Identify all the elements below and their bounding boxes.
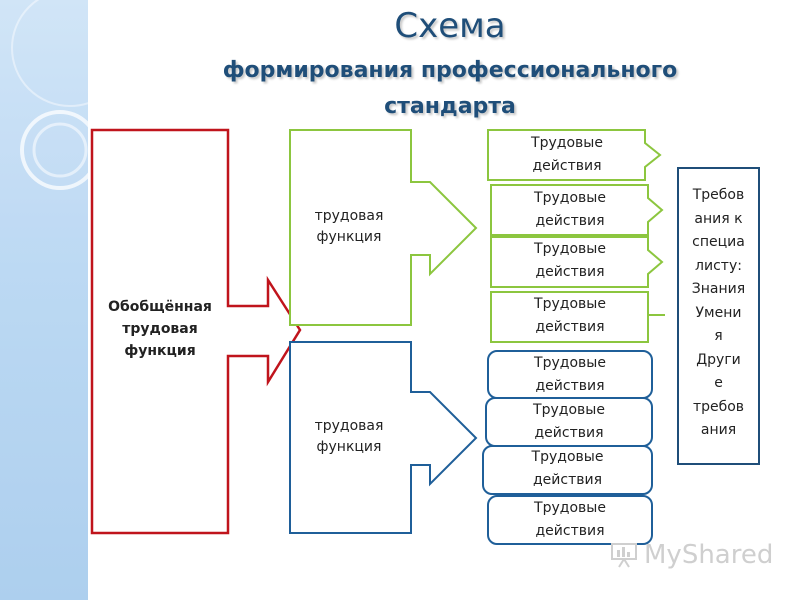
presentation-board-icon <box>611 543 637 568</box>
labor-action-line: действия <box>532 472 602 488</box>
labor-action-line: Трудовые <box>534 296 606 312</box>
labor-action-line: действия <box>532 158 602 174</box>
labor-action-box-3 <box>490 236 664 288</box>
decorative-circles <box>0 0 88 600</box>
labor-action-line: Трудовые <box>534 355 606 371</box>
requirements-box <box>677 167 760 465</box>
generalized-function-line: Обобщённая <box>108 299 212 315</box>
requirements-line: Знания <box>691 281 746 297</box>
slide-title: Схема <box>394 6 506 46</box>
labor-action-box-2 <box>490 184 664 236</box>
requirements-line: листу: <box>695 257 742 274</box>
labor-action-line: действия <box>535 378 605 394</box>
generalized-function-shape <box>90 128 302 535</box>
labor-action-line: Трудовые <box>531 449 604 465</box>
slide-subtitle-line2: стандарта <box>384 94 516 119</box>
requirements-line: Други <box>696 351 741 368</box>
labor-action-label-5: Трудовые действия <box>492 352 648 398</box>
requirements-line: ания к <box>694 210 743 227</box>
labor-action-line: действия <box>535 264 605 280</box>
labor-action-label-3: Трудовые действия <box>495 238 645 284</box>
slide-subtitle-line1: формирования профессионального <box>222 58 678 83</box>
labor-action-line: Трудовые <box>534 500 606 516</box>
labor-action-label-1: Трудовые действия <box>492 132 642 178</box>
labor-action-line: действия <box>535 213 605 229</box>
labor-function-line: трудовая <box>314 208 384 224</box>
labor-function-line: функция <box>316 229 382 245</box>
labor-function-label-top: трудовая функция <box>296 206 402 248</box>
requirements-line: Умени <box>695 304 742 321</box>
labor-function-line: трудовая <box>314 418 384 434</box>
labor-action-box-4 <box>490 291 649 343</box>
labor-action-line: Трудовые <box>534 190 606 206</box>
labor-action-label-7: Трудовые действия <box>487 446 648 492</box>
labor-action-box-7 <box>482 445 653 495</box>
requirements-line: требов <box>692 398 745 415</box>
labor-action-label-4: Трудовые действия <box>495 293 645 339</box>
watermark: MyShared <box>610 540 773 570</box>
labor-action-line: действия <box>535 319 605 335</box>
labor-action-line: Трудовые <box>531 135 603 151</box>
requirements-line: я <box>714 328 723 344</box>
generalized-function-line: функция <box>124 343 196 359</box>
requirements-line: специа <box>692 234 745 250</box>
labor-action-line: Трудовые <box>534 241 606 257</box>
generalized-function-label: Обобщённая трудовая функция <box>94 296 226 362</box>
labor-action-line: Трудовые <box>533 402 605 418</box>
labor-action-line: действия <box>534 425 604 441</box>
requirements-label: Требов ания к специа листу: Знания Умени… <box>680 184 757 443</box>
watermark-text: MyShared <box>644 540 774 570</box>
labor-action-line: действия <box>535 523 605 539</box>
requirements-line: Требов <box>692 187 745 203</box>
labor-action-label-2: Трудовые действия <box>495 187 645 233</box>
labor-action-label-8: Трудовые действия <box>492 497 648 543</box>
labor-action-box-8 <box>487 495 653 545</box>
labor-action-label-6: Трудовые действия <box>490 399 648 445</box>
labor-function-top-shape <box>289 129 478 326</box>
labor-function-label-bottom: трудовая функция <box>296 416 402 458</box>
generalized-function-line: трудовая <box>122 321 198 337</box>
labor-function-line: функция <box>316 439 382 455</box>
side-decoration-panel <box>0 0 88 600</box>
labor-action-box-1 <box>487 129 662 181</box>
requirements-line: ания <box>700 422 737 438</box>
labor-function-bottom-shape <box>289 341 478 534</box>
requirements-line: е <box>714 375 723 391</box>
